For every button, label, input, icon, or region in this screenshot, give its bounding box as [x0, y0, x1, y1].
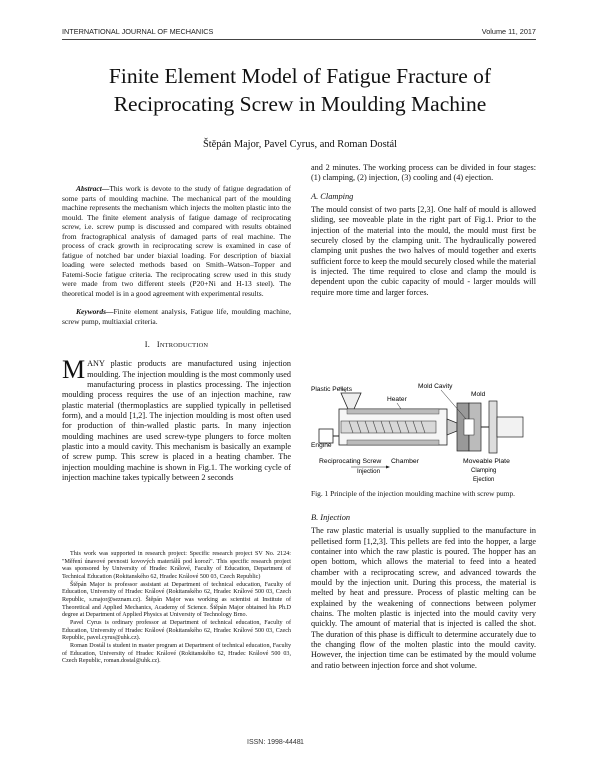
title-line-1: Finite Element Model of Fatigue Fracture…	[108, 64, 492, 88]
label-heater: Heater	[387, 396, 408, 403]
right-column-bottom: B. Injection The raw plastic material is…	[311, 513, 536, 671]
page-number: 1	[300, 739, 304, 746]
label-engine: Engine	[311, 442, 332, 449]
nozzle	[446, 418, 458, 436]
abstract-text: This work is devote to the study of fati…	[62, 184, 291, 298]
title-line-2: Reciprocating Screw in Moulding Machine	[113, 92, 487, 116]
subsection-injection-heading: B. Injection	[311, 513, 351, 522]
footnote-funding: This work was supported in research proj…	[62, 551, 291, 580]
screw-flights	[348, 420, 426, 434]
right-column-top: and 2 minutes. The working process can b…	[311, 163, 536, 298]
engine-box	[318, 428, 334, 444]
abstract: Abstract—This work is devote to the stud…	[62, 184, 291, 298]
keywords-text: Finite element analysis, Fatigue life, m…	[62, 307, 291, 326]
label-mold: Mold	[471, 391, 486, 398]
label-ejection: Ejection	[473, 477, 494, 483]
screw-body	[340, 420, 437, 434]
label-chamber: Chamber	[391, 458, 420, 465]
footnote-author-3: Roman Dostál is student in master progra…	[62, 642, 291, 665]
journal-name: INTERNATIONAL JOURNAL OF MECHANICS	[62, 27, 214, 36]
label-injection: Injection	[357, 468, 381, 475]
label-moveable-plate: Moveable Plate	[463, 458, 510, 465]
running-header: INTERNATIONAL JOURNAL OF MECHANICS Volum…	[62, 27, 536, 39]
label-reciprocating-screw: Reciprocating Screw	[319, 458, 381, 465]
paper-title: Finite Element Model of Fatigue Fracture…	[40, 62, 560, 118]
left-column: Abstract—This work is devote to the stud…	[62, 184, 291, 483]
drop-cap: M	[62, 355, 86, 385]
figure-caption: Fig. 1 Principle of the injection mouldi…	[311, 489, 516, 498]
footnote-author-1: Štěpán Major is professor assistant at D…	[62, 581, 291, 619]
volume-info: Volume 11, 2017	[481, 27, 536, 36]
moveable-plate	[488, 400, 498, 454]
author-list: Štěpán Major, Pavel Cyrus, and Roman Dos…	[202, 139, 398, 150]
heater-leader	[396, 402, 402, 410]
cavity-leader	[440, 389, 467, 420]
footnote-author-2: Pavel Cyrus is ordinary professor at Dep…	[62, 619, 291, 642]
clamping-paragraph: The mould consist of two parts [2,3]. On…	[311, 205, 536, 297]
injection-machine-figure: Plastic Pellets Mold Cavity Mold Heater …	[311, 383, 524, 483]
footnotes: This work was supported in research proj…	[62, 551, 291, 666]
injection-paragraph: The raw plastic material is usually supp…	[311, 526, 536, 670]
pellets-leader	[338, 386, 347, 393]
hopper-shape	[340, 392, 362, 410]
heater-band-top	[346, 408, 440, 415]
clamp-cylinder	[496, 416, 524, 438]
injection-arrowhead	[386, 465, 390, 469]
intro-text: ANY plastic products are manufactured us…	[62, 359, 291, 483]
abstract-label: Abstract—	[76, 184, 110, 193]
issn: ISSN: 1998-4448	[247, 739, 301, 746]
mold-cavity	[463, 418, 475, 436]
label-mold-cavity: Mold Cavity	[418, 383, 453, 390]
col2-continuation: and 2 minutes. The working process can b…	[311, 163, 536, 183]
keywords: Keywords—Finite element analysis, Fatigu…	[62, 307, 291, 326]
header-rule	[62, 39, 536, 40]
keywords-label: Keywords—	[76, 307, 114, 316]
section-heading-introduction: I. INTRODUCTION	[144, 340, 209, 349]
label-clamping: Clamping	[471, 468, 496, 474]
subsection-clamping-heading: A. Clamping	[311, 191, 354, 201]
label-plastic-pellets: Plastic Pellets	[311, 386, 353, 393]
heater-band-bottom	[346, 439, 440, 446]
